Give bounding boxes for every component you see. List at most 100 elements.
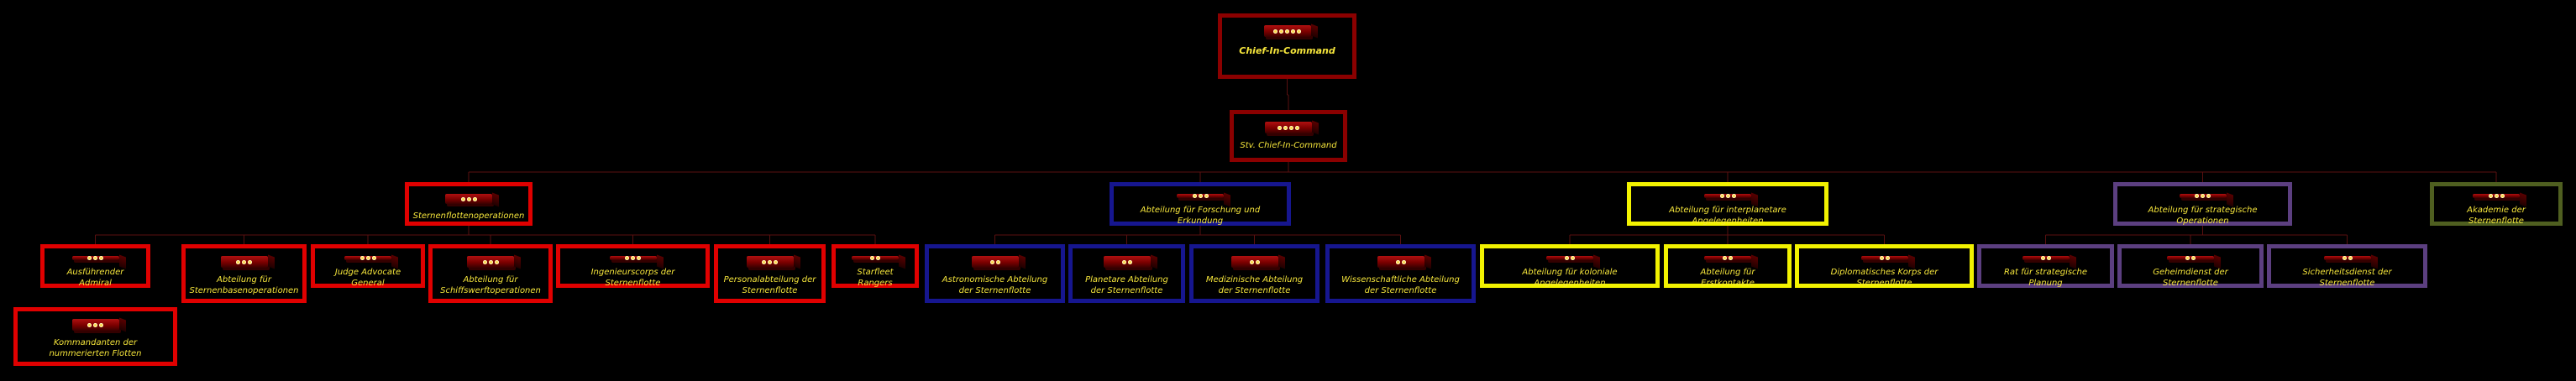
node-science-department[interactable]: Wissenschaftliche Abteilung der Sternenf… xyxy=(1325,244,1476,303)
node-interplanetary-affairs[interactable]: Abteilung für interplanetare Angelegenhe… xyxy=(1627,182,1828,226)
rank-pip-icon xyxy=(1729,256,1733,260)
node-label: Abteilung für Erstkontakte xyxy=(1700,268,1755,288)
rank-pip-icon xyxy=(1255,259,1260,264)
rank-pip-icon xyxy=(1249,259,1254,264)
node-label: Geheimdienst der Sternenflotte xyxy=(2153,268,2228,288)
node-planetary-department[interactable]: Planetare Abteilung der Sternenflotte xyxy=(1068,244,1185,303)
rank-insignia-icon xyxy=(1230,256,1278,268)
node-label: Stv. Chief-In-Command xyxy=(1240,141,1337,150)
node-first-contact[interactable]: Abteilung für Erstkontakte xyxy=(1664,244,1792,288)
rank-pip-icon xyxy=(93,322,97,327)
rank-insignia-icon xyxy=(344,256,391,260)
rank-pip-icon xyxy=(365,256,370,260)
rank-pip-icon xyxy=(2342,256,2347,260)
rank-pip-icon xyxy=(248,259,252,264)
node-executive-admiral[interactable]: Ausführender Admiral xyxy=(40,244,150,288)
rank-pip-icon xyxy=(99,322,103,327)
rank-pip-icon xyxy=(2201,194,2205,198)
rank-pip-icon xyxy=(1204,194,1209,198)
rank-pip-icon xyxy=(87,256,92,260)
rank-pip-icon xyxy=(1885,256,1890,260)
rank-pip-icon xyxy=(774,259,778,264)
node-label: Chief-In-Command xyxy=(1239,45,1335,56)
rank-pip-icon xyxy=(1571,256,1575,260)
node-starfleet-rangers[interactable]: Starfleet Rangers xyxy=(832,244,919,288)
node-starfleet-operations[interactable]: Sternenflottenoperationen xyxy=(405,182,533,226)
rank-pip-icon xyxy=(87,322,92,327)
node-intelligence[interactable]: Geheimdienst der Sternenflotte xyxy=(2117,244,2264,288)
rank-pip-icon xyxy=(359,256,365,260)
rank-pip-icon xyxy=(1719,194,1724,198)
node-label: Starfleet Rangers xyxy=(857,268,894,288)
rank-insignia-icon xyxy=(852,256,899,260)
rank-pip-icon xyxy=(876,256,880,260)
rank-insignia-icon xyxy=(445,194,492,204)
node-colonial-affairs[interactable]: Abteilung für koloniale Angelegenheiten xyxy=(1480,244,1660,288)
node-personnel-department[interactable]: Personalabteilung der Sternenflotte xyxy=(714,244,826,303)
node-shipyard-operations[interactable]: Abteilung für Schiffswerftoperationen xyxy=(428,244,553,303)
rank-pip-icon xyxy=(1723,256,1727,260)
node-medical-department[interactable]: Medizinische Abteilung der Sternenflotte xyxy=(1189,244,1319,303)
node-label: Sternenflottenoperationen xyxy=(412,211,525,221)
node-label: Sicherheitsdienst der Sternenflotte xyxy=(2302,268,2392,288)
rank-insignia-icon xyxy=(71,319,119,331)
rank-pip-icon xyxy=(2206,194,2211,198)
rank-pip-icon xyxy=(242,259,246,264)
node-vice-chief[interactable]: Stv. Chief-In-Command xyxy=(1230,110,1347,162)
rank-pip-icon xyxy=(1565,256,1569,260)
rank-insignia-icon xyxy=(1860,256,1908,260)
node-security-service[interactable]: Sicherheitsdienst der Sternenflotte xyxy=(2267,244,2427,288)
rank-insignia-icon xyxy=(1265,122,1312,133)
rank-insignia-icon xyxy=(220,256,268,268)
rank-insignia-icon xyxy=(1546,256,1593,260)
node-strategic-planning-council[interactable]: Rat für strategische Planung xyxy=(1977,244,2114,288)
node-numbered-fleet-commanders[interactable]: Kommandanten der nummerierten Flotten xyxy=(13,307,177,366)
rank-pip-icon xyxy=(1273,29,1278,34)
node-label: Abteilung für interplanetare Angelegenhe… xyxy=(1669,206,1786,226)
node-strategic-operations[interactable]: Abteilung für strategische Operationen xyxy=(2113,182,2292,226)
node-label: Rat für strategische Planung xyxy=(2003,268,2088,288)
node-label: Abteilung für Sternenbasenoperationen xyxy=(189,275,299,295)
node-chief-in-command[interactable]: Chief-In-Command xyxy=(1218,13,1356,79)
rank-insignia-icon xyxy=(2179,194,2227,198)
rank-insignia-icon xyxy=(2323,256,2371,260)
rank-pip-icon xyxy=(2040,256,2045,260)
rank-pip-icon xyxy=(2195,194,2199,198)
rank-pip-icon xyxy=(637,256,641,260)
node-starfleet-academy[interactable]: Akademie der Sternenflotte xyxy=(2430,182,2563,226)
rank-pip-icon xyxy=(1289,125,1293,130)
rank-pip-icon xyxy=(1295,125,1299,130)
rank-pip-icon xyxy=(1401,259,1406,264)
node-research-exploration[interactable]: Abteilung für Forschung und Erkundung xyxy=(1110,182,1291,226)
node-judge-advocate-general[interactable]: Judge Advocate General xyxy=(311,244,425,288)
rank-pip-icon xyxy=(1198,194,1203,198)
rank-pip-icon xyxy=(1279,29,1283,34)
node-label: Abteilung für strategische Operationen xyxy=(2148,206,2258,226)
rank-pip-icon xyxy=(472,196,477,201)
rank-pip-icon xyxy=(1879,256,1884,260)
node-corps-of-engineers[interactable]: Ingenieurscorps der Sternenflotte xyxy=(556,244,710,288)
rank-pip-icon xyxy=(1127,259,1132,264)
rank-pip-icon xyxy=(482,259,487,264)
rank-pip-icon xyxy=(1285,29,1289,34)
rank-pip-icon xyxy=(1283,125,1288,130)
rank-pip-icon xyxy=(625,256,629,260)
rank-pip-icon xyxy=(1725,194,1730,198)
node-starbase-operations[interactable]: Abteilung für Sternenbasenoperationen xyxy=(181,244,307,303)
rank-pip-icon xyxy=(93,256,97,260)
node-diplomatic-corps[interactable]: Diplomatisches Korps der Sternenflotte xyxy=(1795,244,1974,288)
rank-pip-icon xyxy=(995,259,1000,264)
rank-pip-icon xyxy=(1278,125,1282,130)
node-label: Personalabteilung der Sternenflotte xyxy=(723,275,816,295)
node-astronomical-department[interactable]: Astronomische Abteilung der Sternenflott… xyxy=(925,244,1065,303)
rank-pip-icon xyxy=(2494,194,2499,198)
rank-insignia-icon xyxy=(746,256,794,268)
rank-insignia-icon xyxy=(1177,194,1224,198)
node-label: Abteilung für Forschung und Erkundung xyxy=(1140,206,1261,226)
rank-pip-icon xyxy=(631,256,635,260)
rank-insignia-icon xyxy=(2167,256,2214,260)
rank-pip-icon xyxy=(99,256,103,260)
node-label: Abteilung für koloniale Angelegenheiten xyxy=(1522,268,1618,288)
rank-insignia-icon xyxy=(971,256,1019,268)
rank-pip-icon xyxy=(768,259,772,264)
